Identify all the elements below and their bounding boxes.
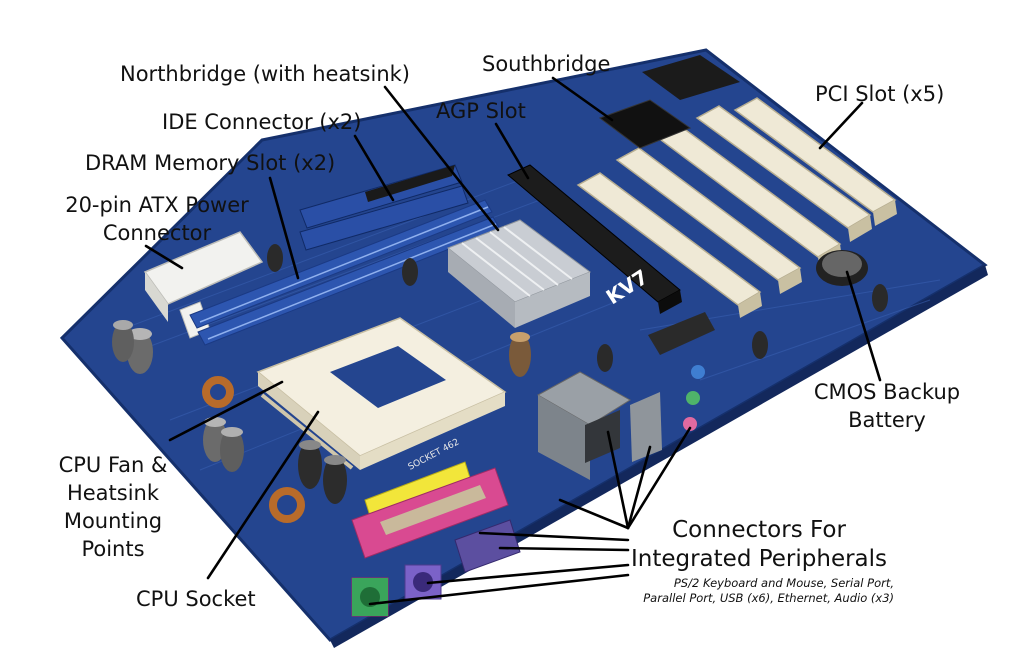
label-pci: PCI Slot (x5)	[815, 82, 945, 106]
rear-header	[642, 55, 740, 100]
capacitors	[112, 244, 888, 504]
label-atx-power: 20-pin ATX Power Connector	[40, 191, 274, 247]
io-panel	[536, 312, 715, 480]
label-cpufan-line4: Points	[81, 537, 145, 561]
label-cpu-fan: CPU Fan & Heatsink Mounting Points	[40, 451, 186, 563]
label-cmos-battery: CMOS Backup Battery	[812, 378, 962, 434]
leader-pci	[818, 101, 864, 150]
leader-conn-5	[478, 531, 630, 542]
label-cpufan-line3: Mounting	[63, 509, 163, 533]
label-ide: IDE Connector (x2)	[162, 110, 362, 134]
leader-conn-6	[498, 546, 630, 552]
leader-dram	[268, 176, 300, 280]
leader-agp	[494, 122, 530, 180]
label-southbridge: Southbridge	[482, 52, 611, 76]
audio-jack-green	[686, 391, 700, 405]
cmos-battery	[816, 250, 868, 286]
cpu-socket	[256, 317, 507, 470]
label-cpu-socket: CPU Socket	[136, 587, 256, 611]
label-connectors-note-line1: PS/2 Keyboard and Mouse, Serial Port,	[673, 576, 894, 590]
label-dram: DRAM Memory Slot (x2)	[85, 151, 336, 175]
leader-conn-3	[626, 445, 652, 530]
pci-slots	[576, 97, 897, 306]
leader-southbridge	[551, 76, 614, 122]
leader-conn-2	[606, 430, 630, 530]
label-connectors: Connectors For Integrated Peripherals	[630, 516, 888, 574]
label-connectors-line2: Integrated Peripherals	[630, 546, 888, 572]
leader-lines	[144, 76, 882, 606]
label-atx-line2: Connector	[102, 221, 212, 245]
label-cmos-line1: CMOS Backup	[813, 380, 961, 404]
label-agp: AGP Slot	[436, 99, 526, 123]
leader-conn-4	[626, 426, 692, 530]
northbridge-heatsink	[447, 219, 592, 328]
inductors	[202, 376, 305, 523]
audio-jack-pink	[683, 417, 697, 431]
label-connectors-note: PS/2 Keyboard and Mouse, Serial Port, Pa…	[600, 576, 894, 606]
leader-cpufan	[168, 380, 284, 442]
southbridge-chip	[598, 99, 692, 149]
label-atx-line1: 20-pin ATX Power	[65, 193, 249, 217]
leader-cmos	[845, 270, 882, 382]
label-cpufan-line2: Heatsink	[66, 481, 160, 505]
label-connectors-note-line2: Parallel Port, USB (x6), Ethernet, Audio…	[643, 591, 894, 605]
leader-atx	[144, 244, 184, 270]
leader-ide	[353, 134, 395, 202]
leader-cpusocket	[206, 410, 320, 580]
leader-conn-8	[368, 573, 630, 606]
leader-conn-7	[426, 563, 630, 585]
leader-conn-1	[558, 498, 630, 530]
ide-connectors	[299, 164, 469, 251]
leader-northbridge	[383, 85, 500, 232]
dram-slots	[189, 199, 501, 346]
label-northbridge: Northbridge (with heatsink)	[120, 62, 410, 86]
label-cmos-line2: Battery	[848, 408, 926, 432]
audio-jack-blue	[691, 365, 705, 379]
label-connectors-line1: Connectors For	[672, 517, 846, 543]
label-cpufan-line1: CPU Fan &	[58, 453, 168, 477]
